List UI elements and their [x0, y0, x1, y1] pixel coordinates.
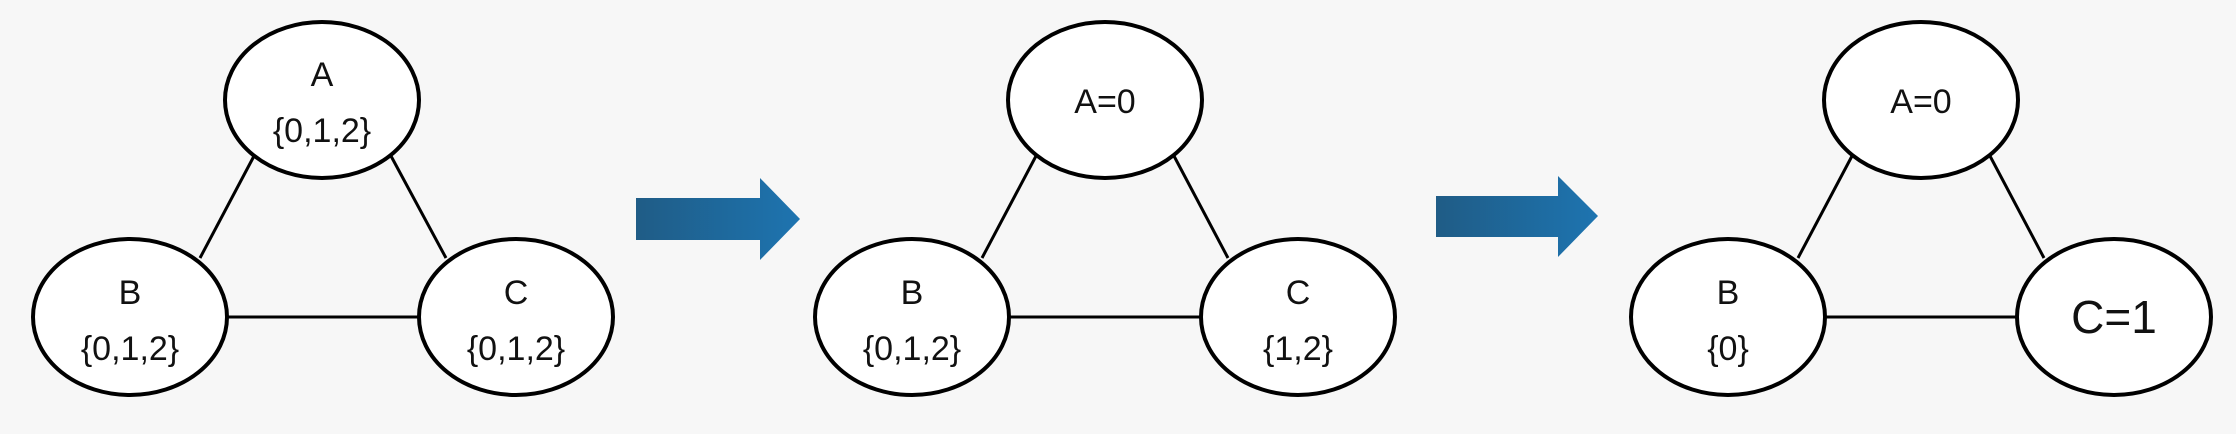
node-c: C=1	[2015, 237, 2213, 397]
node-b-domain: {0}	[1707, 330, 1749, 368]
node-a: A {0,1,2}	[223, 20, 421, 180]
node-c-name: C	[504, 274, 529, 312]
node-b-name: B	[119, 274, 142, 312]
node-b: B {0,1,2}	[813, 237, 1011, 397]
edge-a-b	[198, 155, 256, 259]
edge-a-b	[980, 155, 1038, 259]
panel-1: A {0,1,2} B {0,1,2} C {0,1,2}	[31, 20, 615, 397]
node-b-name: B	[901, 274, 924, 312]
node-a-label: A=0	[1074, 83, 1135, 121]
panel-2: A=0 B {0,1,2} C {1,2}	[813, 20, 1397, 397]
node-c-name: C	[1286, 274, 1311, 312]
edge-a-b	[1796, 155, 1854, 259]
node-a-domain: {0,1,2}	[273, 112, 371, 150]
node-c-domain: {1,2}	[1263, 330, 1333, 368]
transition-arrow-2	[1436, 176, 1598, 257]
edge-a-c	[1988, 155, 2046, 259]
edge-a-c	[1172, 155, 1230, 259]
node-a-label: A=0	[1890, 83, 1951, 121]
node-b-domain: {0,1,2}	[81, 330, 179, 368]
edge-a-c	[389, 155, 448, 259]
node-b: B {0}	[1629, 237, 1827, 397]
panel-3: A=0 B {0} C=1	[1629, 20, 2213, 397]
transition-arrow-1	[636, 178, 800, 260]
node-c-label: C=1	[2071, 291, 2157, 343]
node-a: A=0	[1006, 20, 1204, 180]
node-b-domain: {0,1,2}	[863, 330, 961, 368]
node-a-name: A	[311, 56, 334, 94]
node-c-domain: {0,1,2}	[467, 330, 565, 368]
node-c: C {1,2}	[1199, 237, 1397, 397]
node-c: C {0,1,2}	[417, 237, 615, 397]
node-b: B {0,1,2}	[31, 237, 229, 397]
node-a: A=0	[1822, 20, 2020, 180]
node-b-name: B	[1717, 274, 1740, 312]
